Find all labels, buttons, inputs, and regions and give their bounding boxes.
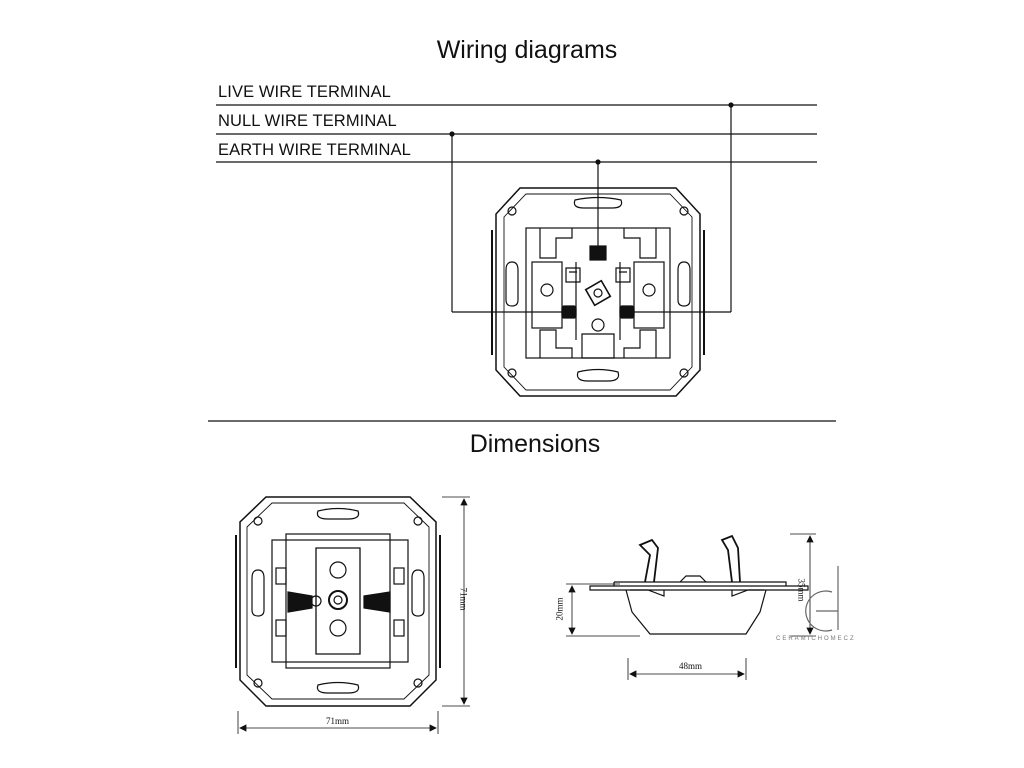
- front-width-dimension: 71mm: [326, 716, 350, 726]
- side-view-socket: [589, 534, 809, 635]
- live-wire-terminal-label: LIVE WIRE TERMINAL: [218, 83, 391, 101]
- front-height-dimension: 71mm: [458, 587, 469, 611]
- watermark-text: CERAMICHOMECZ: [776, 636, 856, 642]
- earth-wire-terminal-label: EARTH WIRE TERMINAL: [218, 141, 411, 159]
- body-depth-dimension: 20mm: [554, 597, 565, 621]
- total-depth-dimension: 35mm: [796, 578, 807, 602]
- front-view-socket: [235, 496, 441, 707]
- null-wire-terminal-label: NULL WIRE TERMINAL: [218, 112, 397, 130]
- brand-logo-mark: [805, 566, 839, 632]
- side-dimension-lines: [566, 533, 816, 680]
- wiring-diagram-title: Wiring diagrams: [436, 36, 618, 64]
- terminal-lines: [216, 104, 817, 163]
- wire-connections: [449, 102, 734, 313]
- front-dimension-lines: [237, 496, 470, 734]
- body-width-dimension: 48mm: [679, 661, 703, 671]
- wiring-socket-mechanism: [491, 187, 705, 397]
- dimensions-title: Dimensions: [469, 430, 601, 458]
